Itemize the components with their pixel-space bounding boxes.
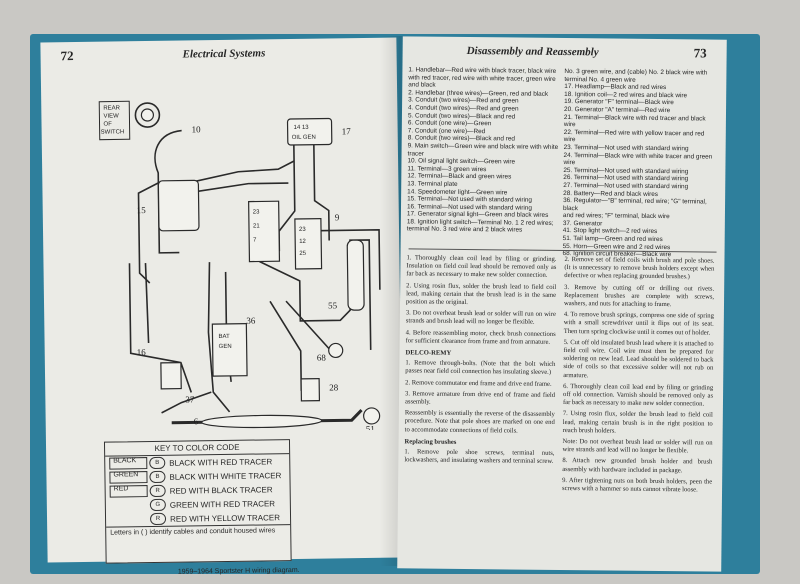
svg-text:10: 10 — [192, 124, 202, 134]
svg-text:OIL GEN: OIL GEN — [292, 135, 316, 141]
svg-text:21: 21 — [253, 223, 260, 229]
svg-text:25: 25 — [299, 251, 306, 257]
legend-left-column: 1. Handlebar—Red wire with black tracer,… — [407, 66, 561, 235]
step-text: Reassembly is essentially the reverse of… — [404, 409, 555, 435]
procedure-left-column: 1. Thoroughly clean coil lead by filing … — [404, 254, 556, 469]
right-page: Disassembly and Reassembly 73 1. Handleb… — [397, 36, 727, 572]
svg-text:36: 36 — [246, 316, 256, 326]
svg-text:14 13: 14 13 — [294, 125, 310, 131]
svg-text:BAT: BAT — [218, 334, 230, 340]
oil-gen-lamp — [286, 117, 333, 146]
svg-text:REAR: REAR — [103, 105, 120, 111]
left-page: 72 Electrical Systems — [40, 37, 404, 576]
svg-text:28: 28 — [329, 382, 339, 392]
svg-text:9: 9 — [335, 212, 340, 222]
step-text: 1. Remove pole shoe screws, terminal nut… — [404, 448, 555, 466]
legend-item: 18. Ignition light switch—Terminal No. 1… — [406, 218, 554, 235]
svg-text:55: 55 — [328, 300, 338, 310]
legend-item: 1. Handlebar—Red wire with black tracer,… — [408, 66, 557, 89]
coil — [346, 239, 365, 311]
step-text: Note: Do not overheat brush lead or sold… — [562, 438, 713, 455]
procedure-right-column: 2. Remove set of field coils with brush … — [562, 256, 715, 498]
legend-item: 21. Terminal—Black wire with red tracer … — [563, 113, 706, 129]
step-text: 2. Remove set of field coils with brush … — [564, 256, 715, 281]
step-text: 8. Attach new grounded brush holder and … — [562, 457, 713, 474]
battery — [160, 361, 182, 390]
svg-text:15: 15 — [137, 205, 147, 215]
step-text: 2. Remove commutator end frame and drive… — [405, 379, 552, 388]
svg-text:23: 23 — [253, 209, 260, 215]
svg-text:VIEW: VIEW — [103, 113, 119, 119]
step-text: 2. Using rosin flux, solder the brush le… — [405, 281, 557, 307]
svg-text:23: 23 — [299, 227, 306, 233]
right-page-number: 73 — [693, 45, 707, 61]
svg-text:OF: OF — [103, 122, 112, 128]
step-text: 4. Before reassembling motor, check brus… — [405, 328, 556, 346]
stop-switch — [328, 342, 344, 359]
terminal-block — [248, 200, 281, 263]
regulator — [294, 218, 323, 270]
right-page-header: Disassembly and Reassembly — [466, 44, 599, 59]
step-text: 7. Using rosin flux, solder the brush le… — [562, 410, 713, 435]
step-text: 5. Cut off old insulated brush lead wher… — [563, 338, 714, 379]
svg-text:17: 17 — [342, 126, 352, 136]
tail-lamp — [363, 407, 381, 425]
legend-right-column: No. 3 green wire, and (cable) No. 2 blac… — [562, 68, 716, 259]
legend-item: 24. Terminal—Black wire with white trace… — [563, 151, 713, 167]
svg-text:7: 7 — [253, 238, 257, 244]
svg-text:12: 12 — [299, 239, 306, 245]
generator — [211, 323, 248, 377]
ignition-switch — [157, 179, 200, 232]
step-text: 9. After tightening nuts on both brush h… — [562, 476, 713, 494]
step-text: 1. Thoroughly clean coil lead by filing … — [406, 254, 557, 280]
legend-item: 9. Main switch—Green wire and black wire… — [407, 142, 559, 158]
left-page-number: 72 — [60, 48, 74, 64]
switch-view-box — [98, 100, 131, 141]
svg-text:51: 51 — [366, 424, 375, 434]
tail-lamp-cable — [201, 414, 323, 429]
left-page-header: Electrical Systems — [182, 47, 266, 61]
svg-text:37: 37 — [185, 394, 195, 404]
step-text: 3. Do not overheat brush lead or solder … — [405, 309, 556, 327]
switch-rear-view — [134, 102, 161, 128]
svg-text:GEN: GEN — [219, 344, 232, 350]
svg-text:6: 6 — [194, 416, 199, 426]
step-text: 1. Remove through-bolts. (Note that the … — [405, 359, 556, 377]
subheading-replacing-brushes: Replacing brushes — [404, 438, 457, 446]
legend-item: 36. Regulator—"B" terminal, red wire; "G… — [562, 197, 707, 212]
step-text: 4. To remove brush springs, compress one… — [563, 311, 714, 337]
step-text: 3. Remove armature from drive end of fra… — [404, 390, 556, 406]
legend-item: 22. Terminal—Red wire with yellow tracer… — [563, 128, 705, 144]
diagram-caption: 1959–1964 Sportster H wiring diagram. — [177, 566, 300, 576]
svg-text:16: 16 — [137, 347, 147, 357]
svg-text:68: 68 — [317, 353, 327, 363]
step-text: 3. Remove by cutting off or drilling out… — [563, 283, 715, 309]
subheading-delco-remy: DELCO-REMY — [405, 349, 452, 357]
terminal-28 — [300, 378, 321, 402]
key-footnote: Letters in ( ) identify cables and condu… — [106, 524, 291, 539]
svg-text:SWITCH: SWITCH — [101, 129, 125, 135]
step-text: 6. Thoroughly clean coil lead end by fil… — [562, 382, 714, 408]
